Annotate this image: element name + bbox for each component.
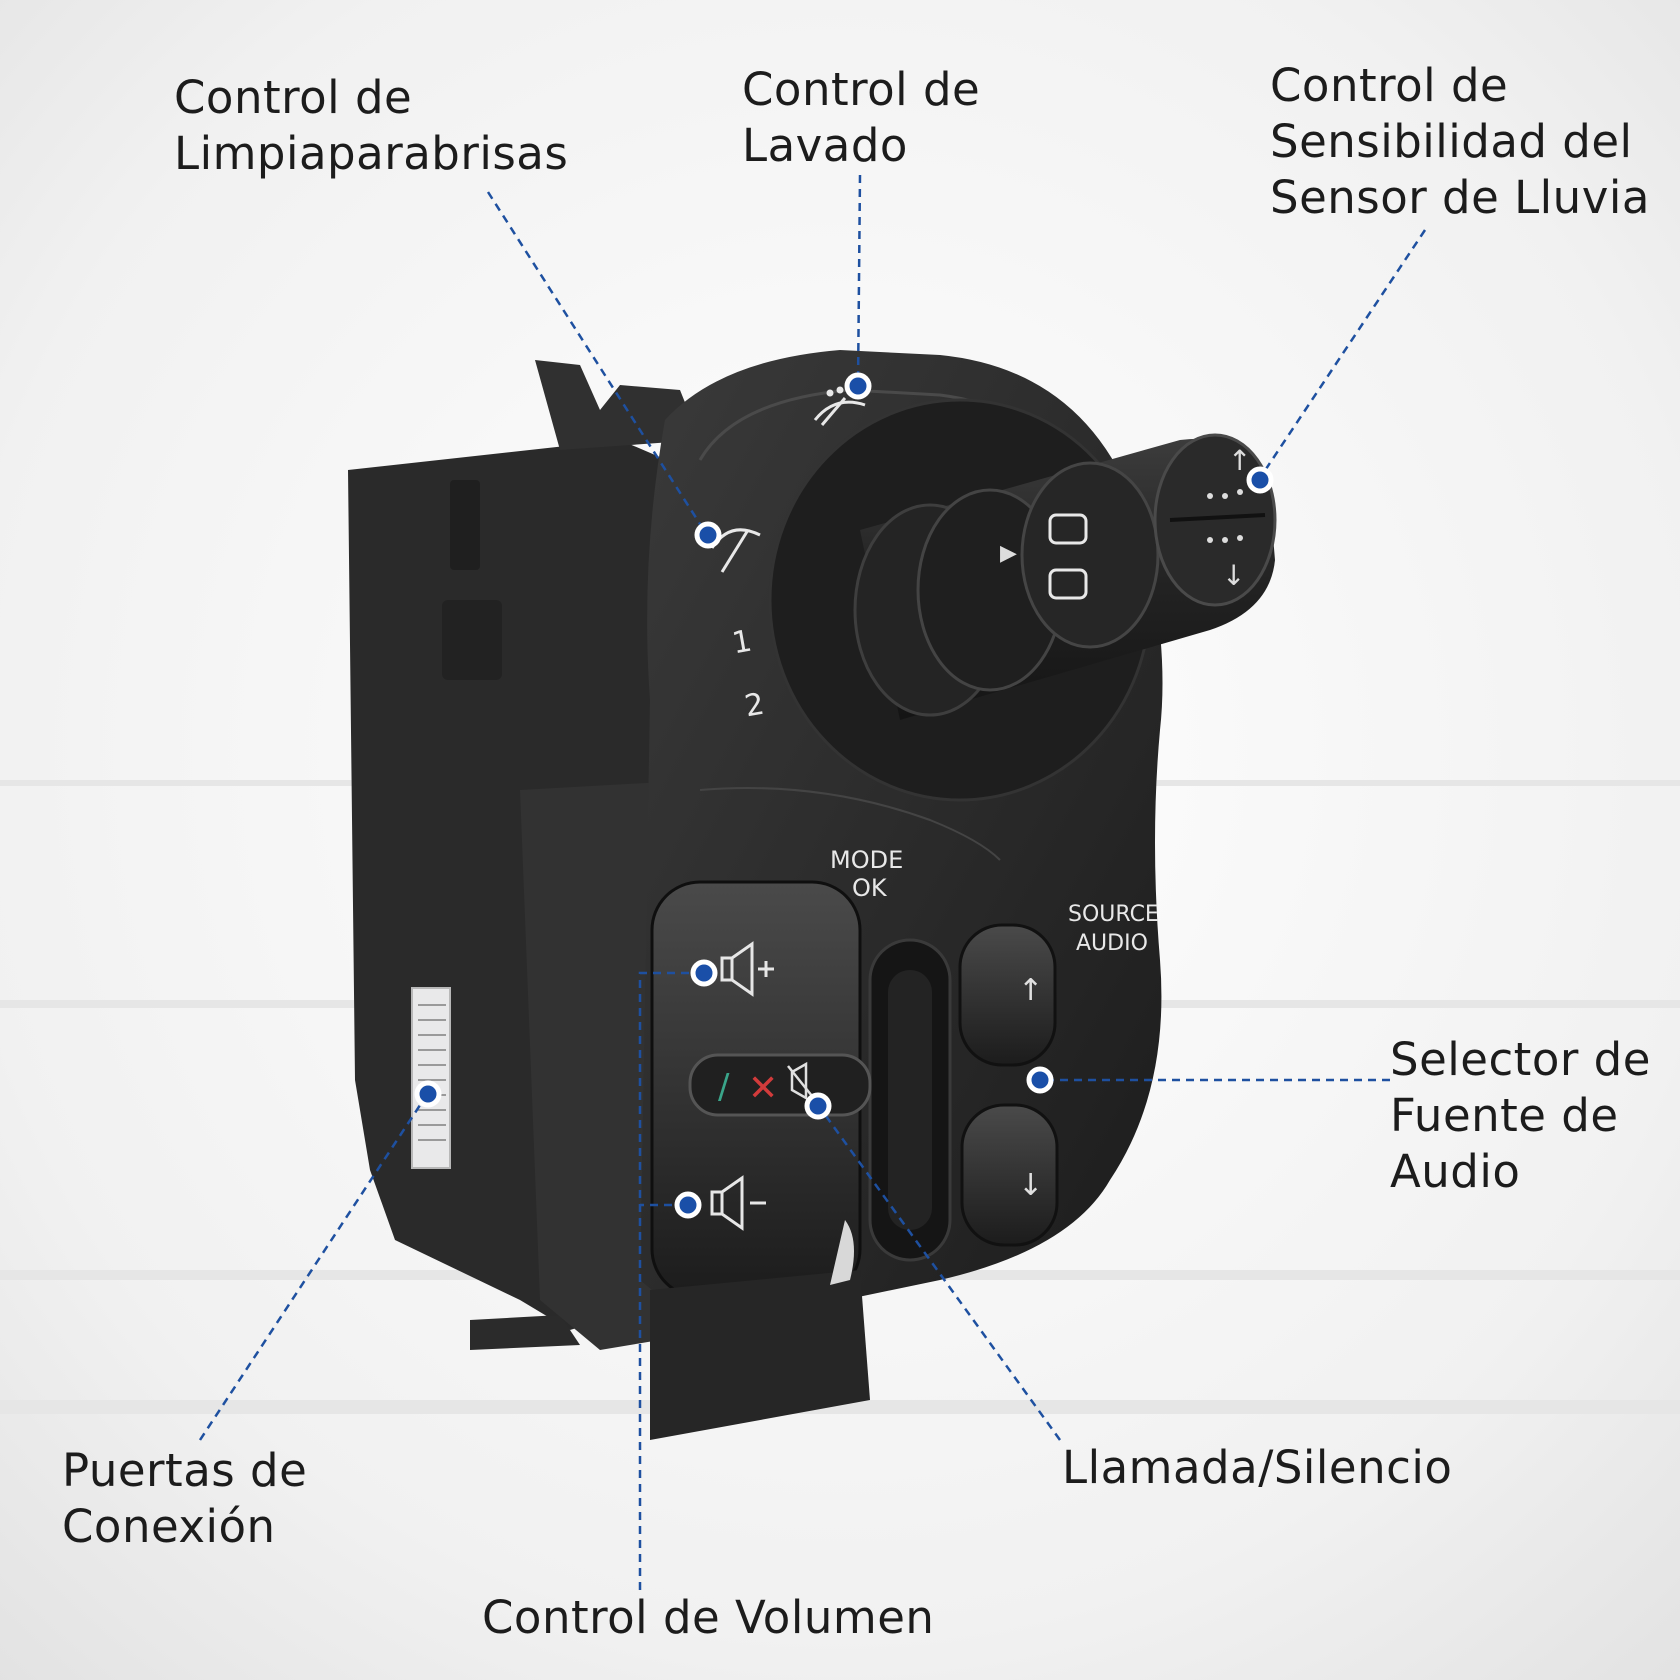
arrow-up-icon: ↑: [1018, 973, 1043, 1008]
callout-line-rain-sensor: [1258, 229, 1427, 479]
callout-text: Control de: [174, 71, 413, 124]
mode-marking: MODE: [830, 846, 903, 874]
audio-marking: AUDIO: [1076, 931, 1148, 956]
source-down-button[interactable]: [960, 1103, 1059, 1247]
callout-label-ports: Puertas de Conexión: [62, 1443, 307, 1555]
callout-text: Puertas de: [62, 1444, 308, 1497]
ok-marking: OK: [852, 874, 888, 902]
callout-line-volume: [638, 971, 703, 1590]
ring-wiper-icon-2: [1048, 568, 1088, 600]
stalk-switch-assembly: ▶ ↑ ↓ 1 2 MODE OK SOURCE AUDIO: [348, 350, 1277, 1440]
side-tab: [830, 1220, 854, 1285]
stalk-lever[interactable]: ▶ ↑ ↓: [853, 433, 1277, 720]
phone-icon: /: [718, 1067, 730, 1107]
source-marking: SOURCE: [1068, 902, 1159, 927]
callout-line-wiper: [486, 191, 709, 536]
callout-text: Control de Volumen: [482, 1591, 935, 1644]
callout-text: Audio: [1390, 1145, 1521, 1198]
callout-text: Conexión: [62, 1500, 276, 1553]
arrow-down-icon: ↓: [1018, 1168, 1043, 1203]
faceplate-divider: [699, 787, 1001, 861]
callout-text: Control de: [742, 63, 981, 116]
sensitivity-dots: [1207, 489, 1243, 543]
callout-text: Lavado: [742, 119, 908, 172]
housing-latch: [442, 600, 502, 680]
source-up-button[interactable]: [958, 923, 1057, 1067]
dot-source: [1026, 1066, 1054, 1094]
volume-down-icon: [710, 1175, 766, 1231]
callout-text: Limpiaparabrisas: [174, 127, 569, 180]
tip-split: [1169, 513, 1266, 522]
callout-label-wiper: Control de Limpiaparabrisas: [174, 70, 568, 182]
callout-text: Selector de: [1390, 1033, 1651, 1086]
dot-volume-up: [690, 959, 718, 987]
lower-mount-tab: [650, 1270, 870, 1440]
stalk-tip[interactable]: [1153, 433, 1277, 607]
dot-volume-down: [674, 1191, 702, 1219]
housing-slot: [450, 480, 480, 570]
callout-label-source: Selector de Fuente de Audio: [1390, 1032, 1651, 1200]
callout-text: Llamada/Silencio: [1062, 1441, 1453, 1494]
callout-text: Fuente de: [1390, 1089, 1619, 1142]
call-mute-button[interactable]: [688, 1053, 872, 1117]
dot-ports: [414, 1080, 442, 1108]
stalk-ring-3[interactable]: [1020, 461, 1160, 649]
callout-line-washer: [856, 174, 862, 386]
volume-up-icon: [720, 941, 774, 997]
ring-wiper-icon: [1048, 513, 1088, 545]
mute-icon: [787, 1061, 813, 1101]
callout-label-rain-sensor: Control de Sensibilidad del Sensor de Ll…: [1270, 58, 1650, 226]
top-clip: [535, 360, 700, 450]
callout-label-volume: Control de Volumen: [482, 1590, 934, 1646]
callout-lines: [198, 174, 1427, 1590]
arrow-down-icon: ↓: [1222, 559, 1245, 592]
callout-text: Sensibilidad del: [1270, 115, 1633, 168]
dot-rain-sensor: [1246, 466, 1274, 494]
callout-text: Control de: [1270, 59, 1509, 112]
dot-washer: [844, 372, 872, 400]
dot-call-mute: [804, 1092, 832, 1120]
bottom-clip: [470, 1315, 580, 1350]
arrow-up-icon: ↑: [1228, 444, 1251, 477]
ring-arrow-icon: ▶: [1000, 541, 1017, 566]
callout-dots: [414, 372, 1274, 1219]
scroll-wheel-face: [888, 970, 932, 1230]
callout-label-washer: Control de Lavado: [742, 62, 980, 174]
callout-text: Sensor de Lluvia: [1270, 171, 1650, 224]
dot-wiper: [694, 521, 722, 549]
hangup-icon: ✕: [748, 1068, 778, 1109]
callout-label-call-mute: Llamada/Silencio: [1062, 1440, 1452, 1496]
connector-port: [411, 987, 451, 1169]
